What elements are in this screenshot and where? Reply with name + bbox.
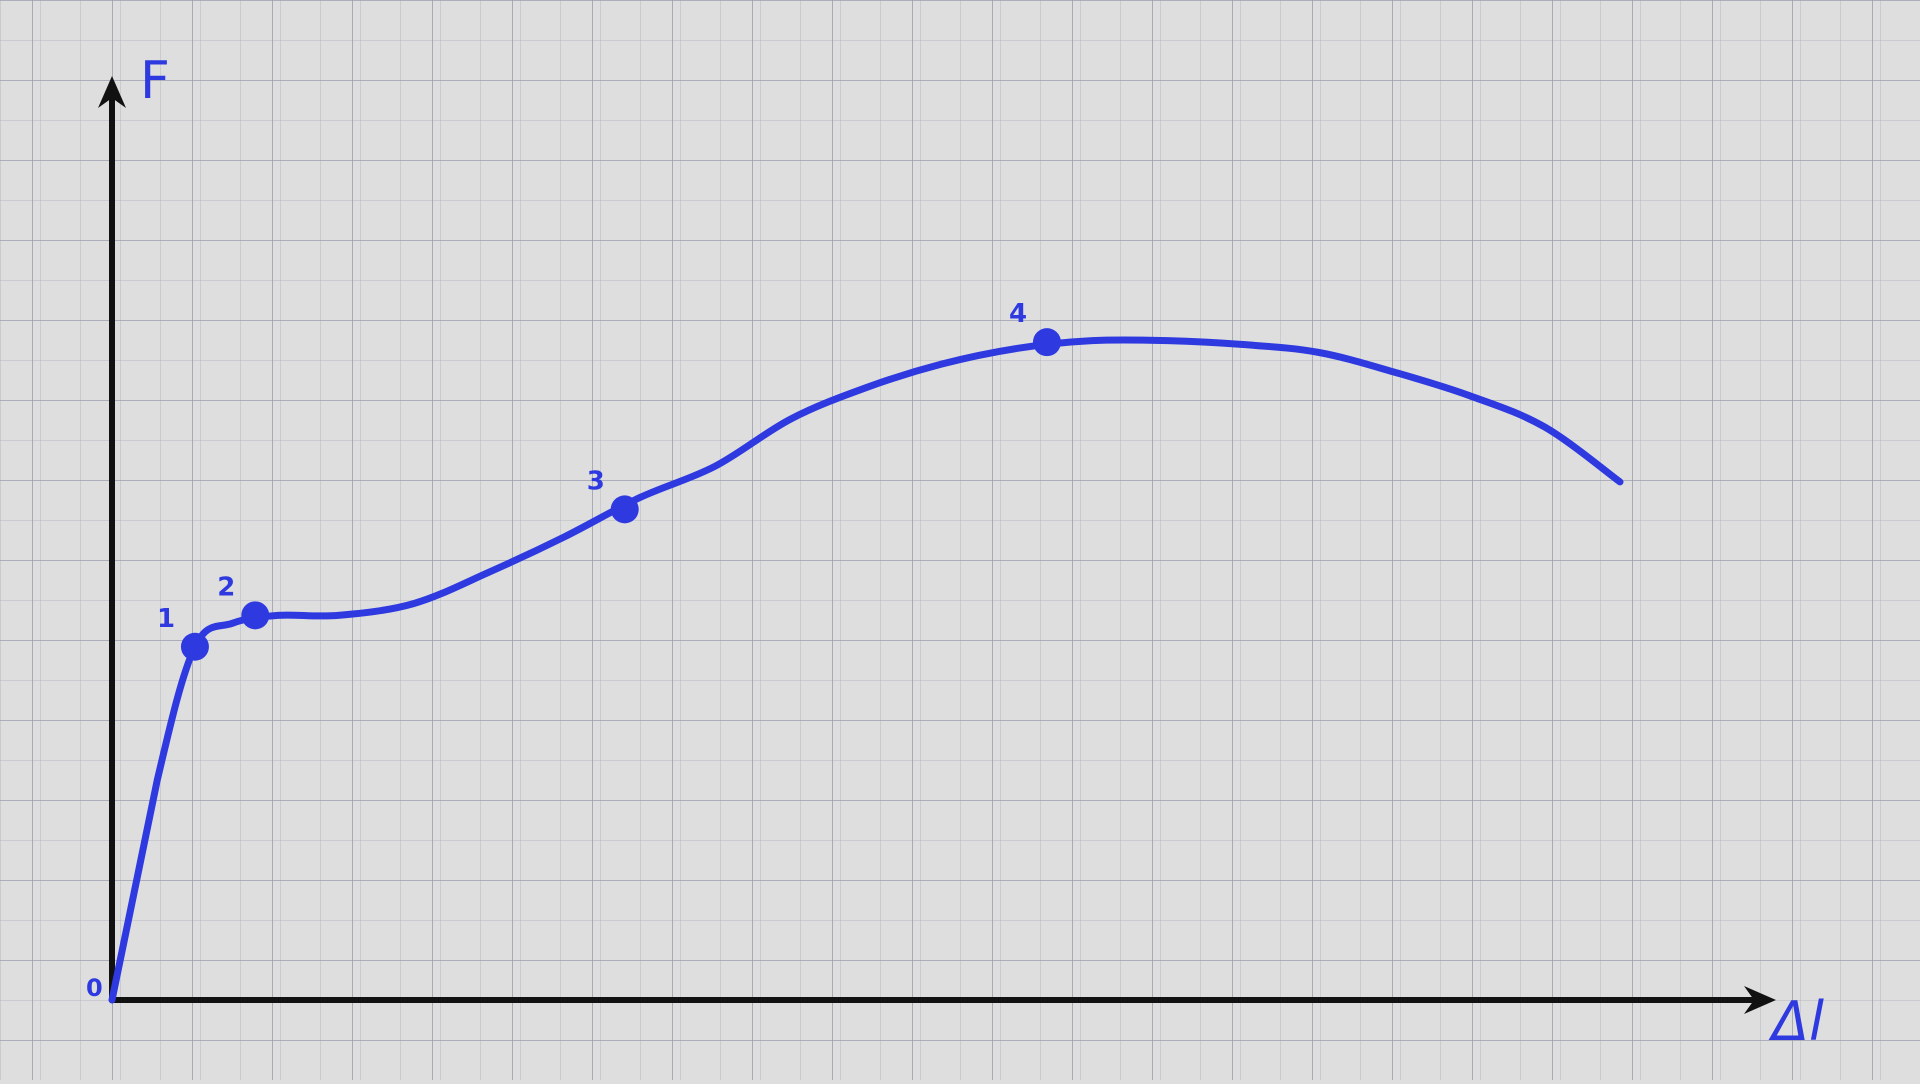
series-curve: [108, 336, 1624, 1004]
origin-label: 0: [86, 974, 103, 1002]
x-axis-arrowhead: [1744, 986, 1776, 1014]
points-layer: 1 2 3 4: [157, 299, 1061, 661]
point-marker-4: [1032, 328, 1061, 357]
y-axis-label: F: [140, 51, 170, 111]
x-axis-label: Δl: [1768, 990, 1824, 1053]
point-label-2: 2: [217, 572, 235, 602]
point-label-3: 3: [587, 466, 605, 496]
point-label-1: 1: [157, 604, 175, 634]
y-axis-arrowhead: [98, 76, 126, 108]
point-marker-3: [610, 495, 639, 524]
point-marker-2: [241, 601, 270, 630]
axes: F Δl 0: [86, 51, 1824, 1053]
point-label-4: 4: [1009, 299, 1027, 329]
point-marker-1: [180, 632, 209, 661]
